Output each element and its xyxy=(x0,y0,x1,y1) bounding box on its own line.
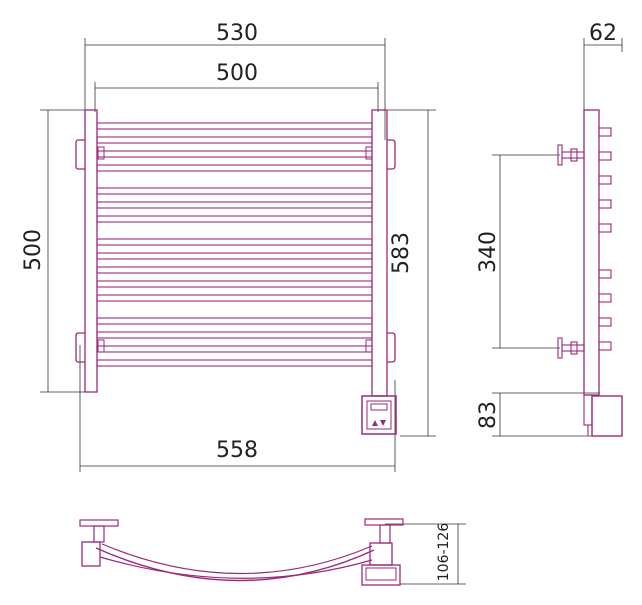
bottom-rail-front xyxy=(99,556,373,579)
crossbar xyxy=(96,359,373,367)
side-fin xyxy=(598,269,612,279)
side-fin xyxy=(598,317,612,327)
bracket-nut-right-bottom xyxy=(365,339,373,353)
crossbar xyxy=(96,238,373,246)
bracket-right-top xyxy=(387,139,396,170)
bottom-heater-box xyxy=(361,564,401,586)
dimension-lines xyxy=(40,38,623,585)
crossbar xyxy=(96,280,373,288)
dim-bottom-view-depth: 106-126 xyxy=(436,523,452,582)
dim-mount-spacing: 340 xyxy=(476,231,501,273)
crossbar xyxy=(96,345,373,353)
dim-top-inner-width: 500 xyxy=(216,61,258,86)
bottom-view xyxy=(79,518,404,586)
bottom-heater-panel xyxy=(365,567,397,581)
left-upright xyxy=(84,109,98,393)
side-fin xyxy=(598,293,612,303)
side-fin xyxy=(598,175,612,185)
bracket-nut-right-top xyxy=(365,146,373,160)
side-mount-rod-top xyxy=(561,151,585,159)
crossbar-group xyxy=(96,122,373,367)
heater-button-up-icon xyxy=(372,420,378,426)
side-fin xyxy=(598,223,612,233)
heater-box-panel xyxy=(366,400,392,430)
side-fin xyxy=(598,127,612,137)
side-fin xyxy=(598,199,612,209)
heater-display xyxy=(370,403,388,411)
crossbar xyxy=(96,266,373,274)
heater-button-down-icon xyxy=(380,420,386,426)
side-view xyxy=(557,109,623,437)
dim-top-outer-width: 530 xyxy=(216,21,258,46)
dim-left-height: 500 xyxy=(21,229,46,271)
crossbar xyxy=(96,317,373,325)
bracket-right-bottom xyxy=(387,332,396,363)
crossbar xyxy=(96,331,373,339)
crossbar xyxy=(96,136,373,144)
crossbar xyxy=(96,201,373,209)
side-mount-nut-bottom xyxy=(570,341,578,355)
right-upright xyxy=(371,109,388,397)
bottom-cap-left xyxy=(81,541,101,567)
bottom-rail-inner xyxy=(101,543,373,575)
dim-side-depth: 62 xyxy=(589,21,617,46)
side-fin xyxy=(598,151,612,161)
side-fin xyxy=(598,341,612,351)
crossbar xyxy=(96,294,373,302)
bracket-nut-left-top xyxy=(97,146,105,160)
bottom-stem-right xyxy=(379,524,391,544)
crossbar xyxy=(96,187,373,195)
side-fin-group xyxy=(598,127,612,351)
crossbar xyxy=(96,215,373,223)
side-upright xyxy=(583,109,600,396)
bottom-rail-outer xyxy=(95,547,375,582)
bracket-left-bottom xyxy=(75,332,85,363)
bracket-left-top xyxy=(75,139,85,170)
bottom-stem-left xyxy=(93,525,105,543)
side-mount-nut-top xyxy=(570,148,578,162)
side-heater-box xyxy=(591,395,623,437)
crossbar xyxy=(96,252,373,260)
front-view xyxy=(75,109,397,435)
crossbar xyxy=(96,164,373,172)
bracket-nut-left-bottom xyxy=(97,339,105,353)
heater-control-box xyxy=(361,395,397,435)
bottom-cap-right xyxy=(369,542,393,566)
crossbar xyxy=(96,122,373,130)
side-heater-neck xyxy=(583,394,593,426)
crossbar xyxy=(96,150,373,158)
bottom-plate-left xyxy=(79,519,119,527)
dim-bottom-width: 558 xyxy=(216,438,258,463)
dim-box-height: 83 xyxy=(476,401,501,429)
dim-right-height: 583 xyxy=(389,232,414,274)
side-mount-rod-bottom xyxy=(561,344,585,352)
